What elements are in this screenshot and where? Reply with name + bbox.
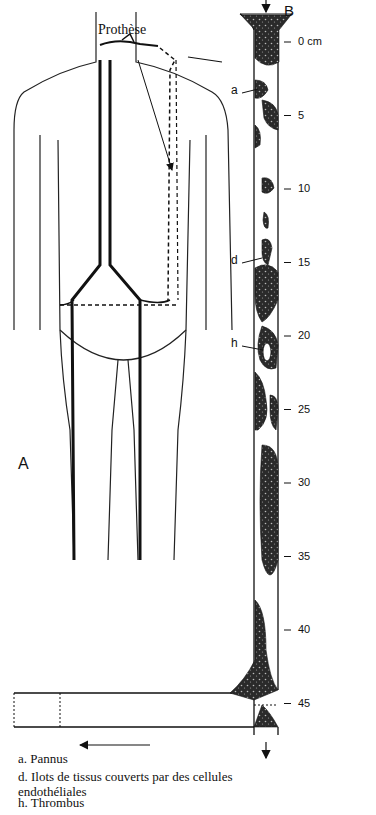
callout-letter: h bbox=[231, 337, 238, 351]
callout-letter: d bbox=[231, 254, 238, 268]
scale-tick bbox=[284, 483, 291, 484]
scale-number: 30 bbox=[298, 476, 310, 489]
scale-number: 20 bbox=[298, 329, 310, 342]
scale-number: 40 bbox=[298, 623, 310, 636]
scale-tick bbox=[284, 42, 291, 43]
scale-tick bbox=[284, 703, 291, 704]
scale-ticks bbox=[284, 42, 291, 704]
thrombus bbox=[263, 343, 271, 361]
flow-arrows bbox=[80, 0, 266, 758]
legend-note: h. Thrombus bbox=[18, 796, 84, 811]
body-outline bbox=[14, 12, 232, 560]
vessels bbox=[60, 34, 222, 560]
scale-tick bbox=[284, 262, 291, 263]
panel-letter: B bbox=[284, 2, 294, 19]
leader-lines bbox=[242, 89, 263, 350]
scale-number: 35 bbox=[298, 550, 310, 563]
scale-number: 0 cm bbox=[298, 35, 322, 48]
scale-tick bbox=[284, 630, 291, 631]
leader-line bbox=[138, 60, 172, 170]
legend-note: a. Pannus bbox=[18, 752, 68, 767]
scale-tick bbox=[284, 336, 291, 337]
scale-number: 25 bbox=[298, 403, 310, 416]
scale-number: 10 bbox=[298, 182, 310, 195]
panel-letter: A bbox=[18, 455, 29, 473]
scale-number: 5 bbox=[298, 109, 304, 122]
deposits bbox=[230, 15, 291, 727]
callout-letter: a bbox=[231, 84, 238, 98]
graft-tube bbox=[14, 14, 292, 735]
scale-tick bbox=[284, 409, 291, 410]
scale-number: 45 bbox=[298, 697, 310, 710]
scale-tick bbox=[284, 189, 291, 190]
scale-tick bbox=[284, 556, 291, 557]
callout-label: Prothèse bbox=[98, 22, 146, 38]
scale-tick bbox=[284, 115, 291, 116]
scale-number: 15 bbox=[298, 256, 310, 269]
